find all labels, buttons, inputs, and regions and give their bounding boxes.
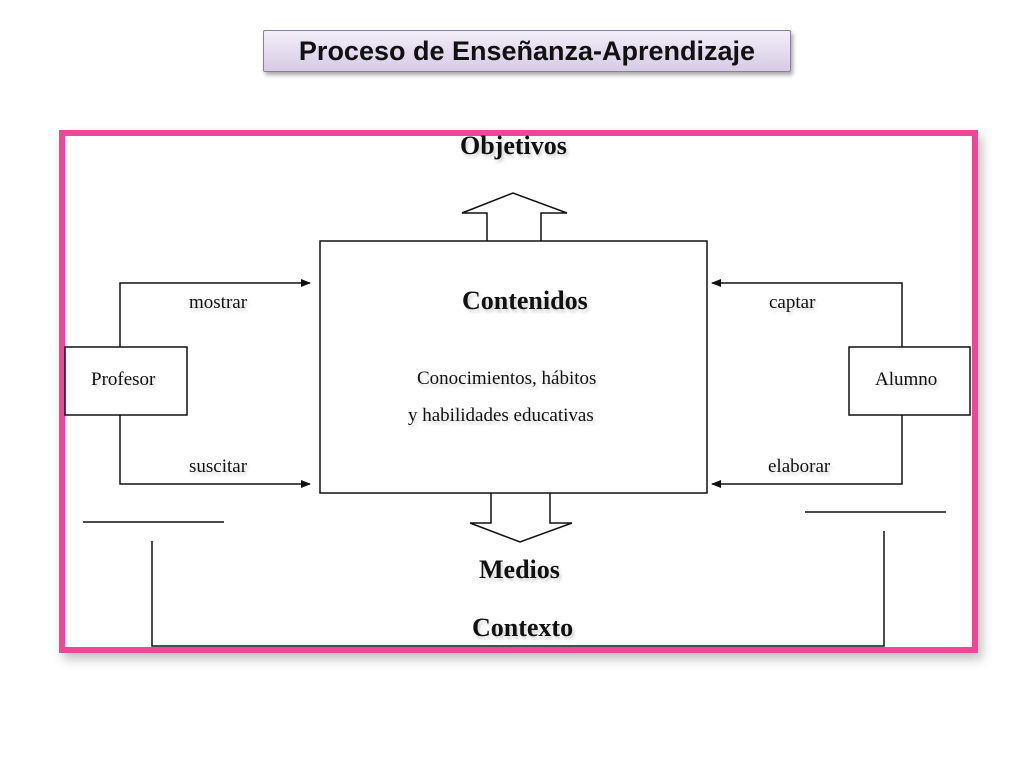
title-box: Proceso de Enseñanza-Aprendizaje	[263, 30, 791, 72]
captar-arrow	[711, 279, 903, 347]
objetivos-arrow	[461, 192, 568, 241]
mostrar-arrow	[119, 279, 311, 347]
elaborar-label: elaborar	[768, 456, 831, 477]
contenidos-box	[319, 240, 708, 494]
contexto-label: Contexto	[472, 613, 574, 642]
profesor-label: Profesor	[91, 369, 156, 390]
contenidos-label: Contenidos	[462, 286, 588, 315]
page-title: Proceso de Enseñanza-Aprendizaje	[298, 35, 756, 66]
suscitar-arrow	[119, 415, 311, 488]
mostrar-label: mostrar	[189, 292, 248, 313]
objetivos-label: Objetivos	[460, 131, 567, 160]
contenidos-line1: Conocimientos, hábitos	[417, 368, 597, 389]
profesor-box	[64, 346, 188, 416]
contexto-line	[151, 531, 885, 647]
alumno-box	[848, 346, 971, 416]
alumno-label: Alumno	[875, 369, 938, 390]
suscitar-label: suscitar	[189, 456, 248, 477]
elaborar-arrow	[711, 415, 903, 488]
medios-label: Medios	[479, 555, 560, 584]
captar-label: captar	[769, 292, 816, 313]
contenidos-line2: y habilidades educativas	[408, 405, 594, 426]
medios-arrow	[469, 493, 573, 543]
